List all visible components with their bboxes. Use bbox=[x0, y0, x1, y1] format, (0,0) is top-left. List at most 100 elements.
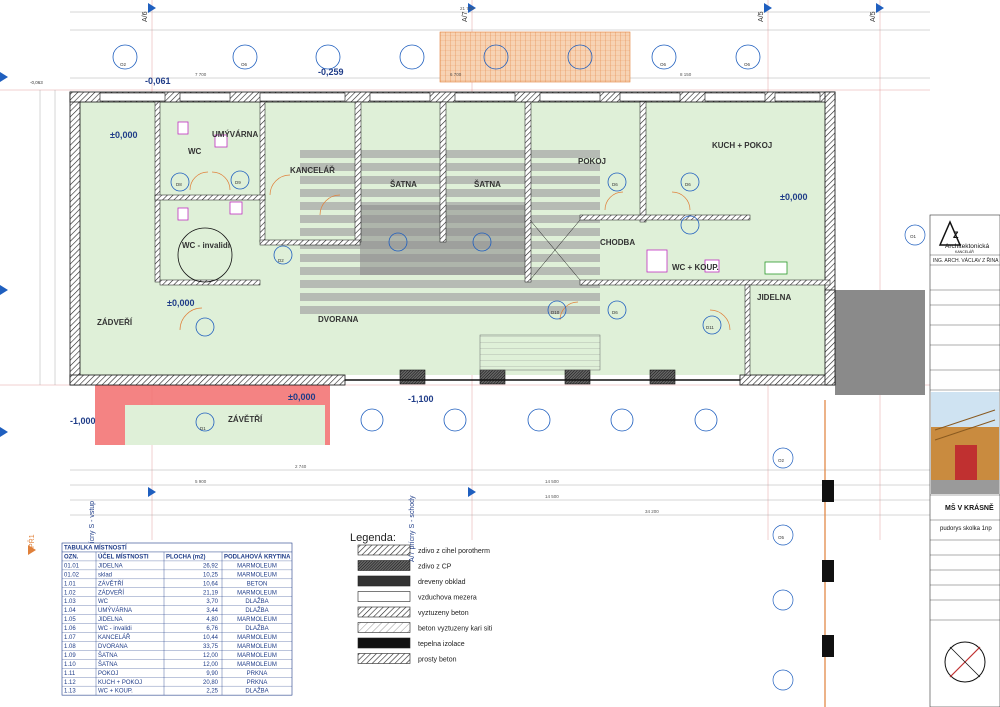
level-bottom: -1,100 bbox=[408, 394, 434, 404]
room-table-cell: 3,70 bbox=[206, 599, 218, 605]
room-table-cell: 1.03 bbox=[64, 599, 76, 605]
room-table-cell: MARMOLEUM bbox=[237, 644, 277, 650]
level-markers bbox=[0, 3, 884, 497]
door-tag-d6b: D6 bbox=[685, 182, 691, 187]
room-table-header: ÚČEL MÍSTNOSTI bbox=[98, 552, 149, 560]
door-tag-d2: D2 bbox=[278, 258, 284, 263]
room-table-cell: JIDELNA bbox=[98, 617, 123, 623]
door-tag-circles bbox=[170, 170, 722, 432]
room-umyvarna: UMÝVÁRNA bbox=[212, 130, 258, 139]
room-table-cell: 1.02 bbox=[64, 590, 76, 596]
legend-swatch bbox=[357, 591, 411, 602]
room-table-header: PODLAHOVÁ KRYTINA bbox=[224, 553, 291, 560]
room-table-cell: 1.11 bbox=[64, 671, 76, 677]
room-table-cell: 33,75 bbox=[203, 644, 219, 650]
legend-swatch bbox=[357, 637, 411, 649]
zavetri-floor bbox=[125, 405, 325, 445]
room-table-cell: KANCELÁŘ bbox=[98, 633, 131, 641]
dim-top-left: 7 700 bbox=[195, 72, 207, 77]
room-wc: WC bbox=[188, 147, 202, 156]
room-table-cell: MARMOLEUM bbox=[237, 572, 277, 578]
window-tag-o2b: O2 bbox=[778, 458, 785, 463]
room-table-cell: 1.07 bbox=[64, 635, 76, 641]
room-table-header: PLOCHA (m2) bbox=[166, 554, 205, 560]
room-satna-1: ŠATNA bbox=[390, 180, 417, 189]
dim-top-right: 8 150 bbox=[680, 72, 692, 77]
level-zadveri: ±0,000 bbox=[167, 298, 194, 308]
top-windows bbox=[99, 92, 821, 102]
room-table-cell: ŠATNA bbox=[98, 652, 118, 659]
room-table-cell: MARMOLEUM bbox=[237, 563, 277, 569]
company-logo: Z bbox=[938, 220, 962, 246]
axis-a6: A/6 bbox=[142, 11, 149, 22]
level-kuch: ±0,000 bbox=[780, 192, 807, 202]
window-tag-o6b: O6 bbox=[660, 62, 667, 67]
section-label-pr1: PŘ1 bbox=[27, 534, 36, 548]
room-table-cell: UMÝVÁRNA bbox=[98, 607, 132, 614]
room-table-cell: 1.13 bbox=[64, 689, 76, 695]
wc-fixtures bbox=[177, 121, 720, 273]
window-tag-o1: O1 bbox=[910, 234, 917, 239]
dim-total-top: 21 700 bbox=[460, 6, 474, 11]
room-table-cell: 1.08 bbox=[64, 644, 76, 650]
window-tag-o6a: O6 bbox=[241, 62, 248, 67]
door-tag-d1: D1 bbox=[200, 426, 206, 431]
room-table-cell: 12,00 bbox=[203, 653, 219, 659]
room-table-cell: JIDELNA bbox=[98, 563, 123, 569]
dim-bottom-2: 14 500 bbox=[545, 494, 559, 499]
room-table-cell: KUCH + POKOJ bbox=[98, 680, 142, 686]
room-pokoj: POKOJ bbox=[578, 157, 606, 166]
dim-top-mid: 6 700 bbox=[450, 72, 462, 77]
gray-area-east bbox=[835, 290, 925, 395]
legend-swatch bbox=[357, 544, 411, 556]
legend-item-label: prosty beton bbox=[418, 657, 457, 664]
project-name: MŠ V KRÁSNĚ bbox=[945, 503, 994, 512]
legend-swatch bbox=[357, 622, 411, 633]
level-outside: -1,000 bbox=[70, 416, 96, 426]
door-tag-d6a: D6 bbox=[612, 182, 618, 187]
room-table-cell: 1.06 bbox=[64, 626, 76, 632]
dim-bottom-left: 5 900 bbox=[195, 479, 207, 484]
level-corner: -0,063 bbox=[30, 80, 43, 85]
room-table-cell: 21,19 bbox=[203, 590, 219, 596]
room-kuch-pokoj: KUCH + POKOJ bbox=[712, 141, 772, 150]
door-tag-d11: D11 bbox=[706, 325, 714, 330]
room-table-cell: 3,44 bbox=[206, 608, 218, 614]
internal-stair bbox=[479, 334, 601, 371]
level-kancelar: ±0,000 bbox=[110, 130, 137, 140]
room-table-cell: PRKNA bbox=[247, 671, 268, 677]
level-zavetri: ±0,000 bbox=[288, 392, 315, 402]
architect-name: ING. ARCH. VÁCLAV Z ŘINA bbox=[933, 256, 999, 264]
room-table-cell: 12,00 bbox=[203, 662, 219, 668]
window-tag-o5: O5 bbox=[778, 535, 785, 540]
section-label-schody: A/7 prícny S - schody bbox=[409, 495, 416, 562]
room-table-cell: 01.01 bbox=[64, 563, 80, 569]
room-table-cell: 9,90 bbox=[206, 671, 218, 677]
legend-item-label: vzduchova mezera bbox=[418, 595, 477, 602]
drawing-name: pudorys skolka 1np bbox=[940, 526, 992, 532]
room-table-cell: 4,80 bbox=[206, 617, 218, 623]
legend-item-label: zdivo z cihel porotherm bbox=[418, 548, 490, 555]
room-jidelna: JIDELNA bbox=[757, 293, 791, 302]
room-table-cell: 20,80 bbox=[203, 680, 219, 686]
svg-text:Z: Z bbox=[953, 230, 959, 240]
legend-swatch bbox=[357, 653, 411, 664]
axis-a5-right: A/5 bbox=[870, 11, 877, 22]
compass-icon bbox=[944, 641, 986, 683]
room-table-cell: MARMOLEUM bbox=[237, 617, 277, 623]
legend-title: Legenda: bbox=[350, 532, 396, 544]
room-table-cell: MARMOLEUM bbox=[237, 653, 277, 659]
room-table-cell: MARMOLEUM bbox=[237, 662, 277, 668]
title-block: Z Architektonická KANCELÁŘ ING. ARCH. VÁ… bbox=[929, 214, 1000, 707]
room-table-cell: 01.02 bbox=[64, 572, 80, 578]
exterior-stair bbox=[439, 31, 631, 83]
room-table-cell: 10,25 bbox=[203, 572, 219, 578]
room-table-title: TABULKA MÍSTNOSTÍ bbox=[64, 544, 127, 552]
section-arrow-pr1 bbox=[28, 545, 36, 555]
room-table-cell: 2,25 bbox=[206, 689, 218, 695]
room-satna-2: ŠATNA bbox=[474, 180, 501, 189]
room-table-cell: 1.09 bbox=[64, 653, 76, 659]
dim-total-bottom: 34 200 bbox=[645, 509, 659, 514]
interior-walls bbox=[154, 101, 831, 376]
room-table-cell: DLAŽBA bbox=[245, 624, 268, 632]
